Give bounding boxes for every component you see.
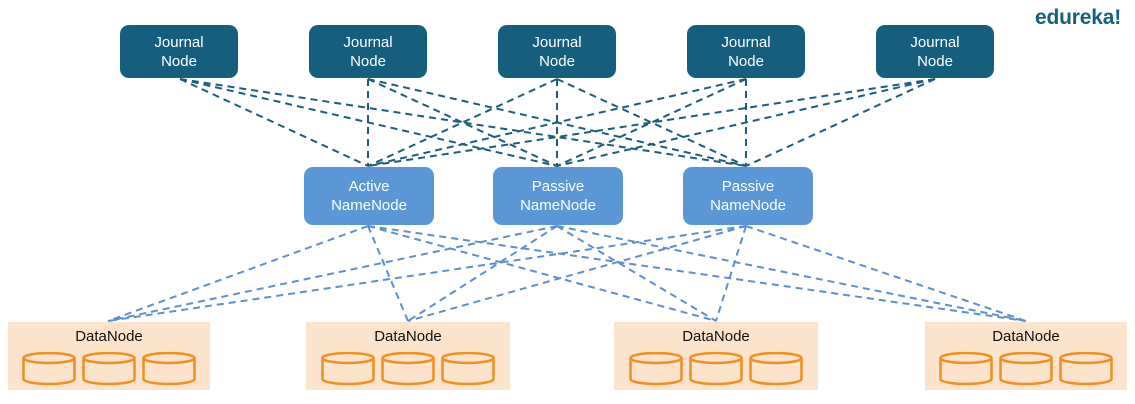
- namenode-to-datanode-connection: [556, 225, 1027, 322]
- disk-icon: [22, 352, 76, 386]
- edureka-logo: edureka!: [1035, 6, 1121, 29]
- disk-icon: [1059, 352, 1113, 386]
- namenode-label-line2: NameNode: [710, 197, 786, 214]
- datanode-label: DataNode: [374, 328, 442, 345]
- disk-group: [321, 352, 495, 386]
- namenode-to-datanode-connection: [107, 225, 558, 322]
- passive-namenode-1: Passive NameNode: [493, 167, 623, 225]
- namenode-label-line1: Active: [348, 178, 390, 195]
- namenode-to-datanode-connection: [107, 225, 369, 322]
- journal-to-namenode-connection: [556, 78, 747, 167]
- disk-icon: [999, 352, 1053, 386]
- journal-to-namenode-connection: [367, 78, 558, 167]
- journal-node-label-line1: Journal: [154, 33, 204, 51]
- journal-to-namenode-connection: [745, 78, 936, 167]
- disk-icon: [749, 352, 803, 386]
- journal-to-namenode-connection: [367, 78, 936, 167]
- journal-node-3: Journal Node: [498, 25, 616, 78]
- journal-node-label-line2: Node: [728, 52, 764, 70]
- journal-node-2: Journal Node: [309, 25, 427, 78]
- journal-node-label-line1: Journal: [910, 33, 960, 51]
- datanode-2: DataNode: [306, 322, 510, 390]
- journal-node-label-line1: Journal: [532, 33, 582, 51]
- disk-icon: [381, 352, 435, 386]
- disk-icon: [82, 352, 136, 386]
- namenode-to-datanode-connection: [107, 225, 747, 322]
- disk-icon: [142, 352, 196, 386]
- datanode-3: DataNode: [614, 322, 818, 390]
- namenode-label-line2: NameNode: [331, 197, 407, 214]
- disk-group: [629, 352, 803, 386]
- namenode-label-line1: Passive: [531, 178, 585, 195]
- namenode-to-datanode-connection: [367, 225, 409, 322]
- datanode-label: DataNode: [75, 328, 143, 345]
- disk-group: [939, 352, 1113, 386]
- disk-icon: [629, 352, 683, 386]
- journal-to-namenode-connection: [179, 78, 558, 167]
- namenode-label-line2: NameNode: [520, 197, 596, 214]
- disk-icon: [321, 352, 375, 386]
- datanode-label: DataNode: [992, 328, 1060, 345]
- journal-node-4: Journal Node: [687, 25, 805, 78]
- journal-to-namenode-connection: [367, 78, 747, 167]
- namenode-label-line1: Passive: [721, 178, 775, 195]
- namenode-to-datanode-connection: [715, 225, 747, 322]
- journal-node-label-line2: Node: [917, 52, 953, 70]
- journal-to-namenode-connection: [556, 78, 936, 167]
- journal-node-label-line1: Journal: [721, 33, 771, 51]
- namenode-to-datanode-connection: [407, 225, 558, 322]
- datanode-1: DataNode: [8, 322, 210, 390]
- journal-to-namenode-connection: [179, 78, 369, 167]
- disk-icon: [939, 352, 993, 386]
- active-namenode: Active NameNode: [304, 167, 434, 225]
- disk-icon: [689, 352, 743, 386]
- passive-namenode-2: Passive NameNode: [683, 167, 813, 225]
- disk-group: [22, 352, 196, 386]
- namenode-to-datanode-connection: [367, 225, 717, 322]
- namenode-to-datanode-connection: [367, 225, 1027, 322]
- journal-node-label-line2: Node: [161, 52, 197, 70]
- namenode-to-datanode-connection: [745, 225, 1027, 322]
- journal-node-1: Journal Node: [120, 25, 238, 78]
- journal-node-5: Journal Node: [876, 25, 994, 78]
- journal-to-namenode-connection: [179, 78, 747, 167]
- datanode-4: DataNode: [925, 322, 1127, 390]
- journal-to-namenode-connection: [367, 78, 558, 167]
- journal-node-label-line2: Node: [350, 52, 386, 70]
- datanode-label: DataNode: [682, 328, 750, 345]
- namenode-to-datanode-connection: [407, 225, 747, 322]
- namenode-to-datanode-connection: [556, 225, 717, 322]
- journal-to-namenode-connection: [556, 78, 747, 167]
- disk-icon: [441, 352, 495, 386]
- journal-node-label-line2: Node: [539, 52, 575, 70]
- journal-node-label-line1: Journal: [343, 33, 393, 51]
